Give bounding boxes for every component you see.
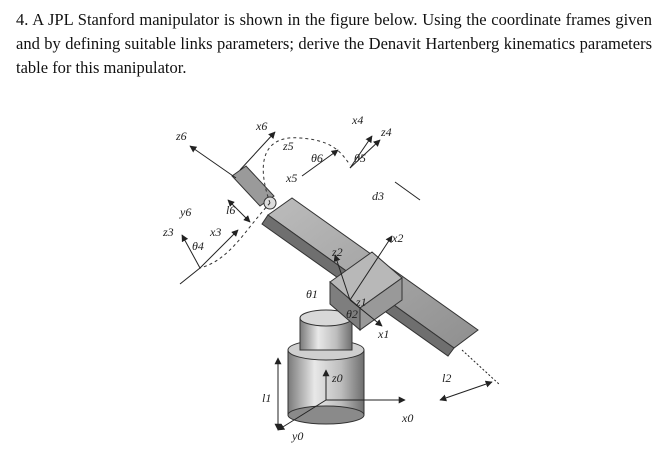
label-z3: z3: [162, 225, 174, 239]
label-x3: x3: [209, 225, 221, 239]
label-d3: d3: [372, 189, 384, 203]
label-theta1: θ1: [306, 287, 318, 301]
axis-arrows: [179, 131, 421, 431]
base-pedestal: [287, 309, 365, 425]
label-x2: x2: [391, 231, 403, 245]
label-x4: x4: [351, 113, 363, 127]
label-z2: z2: [331, 245, 343, 259]
figure-labels: x4 z4 z6 x6 z5 θ6 θ5 x5 d3 y6 l6 z3 x3 θ…: [162, 113, 451, 443]
label-l2: l2: [442, 371, 451, 385]
label-l6: l6: [226, 203, 235, 217]
label-z4: z4: [380, 125, 392, 139]
label-theta5: θ5: [354, 151, 366, 165]
label-z0: z0: [331, 371, 343, 385]
label-theta6: θ6: [311, 151, 323, 165]
label-theta4: θ4: [192, 239, 204, 253]
question-text: 4. A JPL Stanford manipulator is shown i…: [16, 10, 652, 77]
dimension-lines: [227, 199, 501, 431]
label-z1: z1: [355, 295, 367, 309]
label-x6: x6: [255, 119, 267, 133]
label-z6: z6: [175, 129, 187, 143]
label-x0: x0: [401, 411, 413, 425]
label-y0: y0: [291, 429, 303, 443]
label-z5: z5: [282, 139, 294, 153]
stanford-manipulator-figure: x4 z4 z6 x6 z5 θ6 θ5 x5 d3 y6 l6 z3 x3 θ…: [162, 113, 501, 443]
label-theta2: θ2: [346, 307, 358, 321]
label-x5: x5: [285, 171, 297, 185]
label-l1: l1: [262, 391, 271, 405]
label-y6: y6: [179, 205, 191, 219]
wrist-dashed-curves: [199, 137, 351, 269]
label-x1: x1: [377, 327, 389, 341]
